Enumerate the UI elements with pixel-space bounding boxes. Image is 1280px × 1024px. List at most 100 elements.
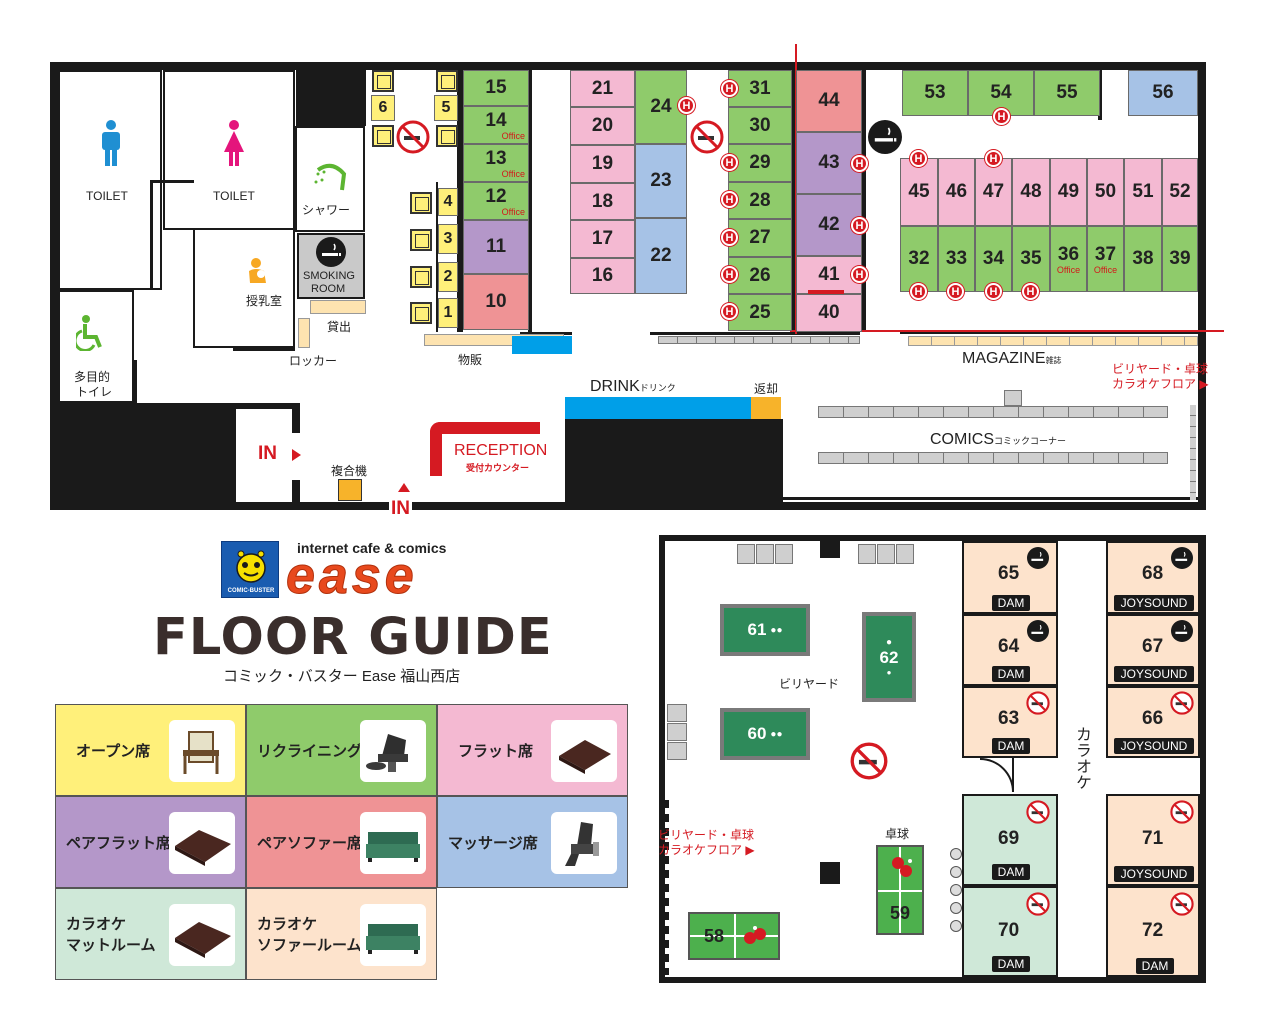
legend-karaoke-sofa-room: カラオケ ソファールーム <box>246 888 437 980</box>
accessible-toilet-icon <box>76 315 102 351</box>
seat-28[interactable]: 28 <box>728 182 792 219</box>
seat-51[interactable]: 51 <box>1124 158 1162 226</box>
billiard-table-60[interactable]: 60●● <box>720 708 810 760</box>
reception-counter <box>430 422 540 476</box>
seat-48[interactable]: 48 <box>1012 158 1050 226</box>
dam-tag: DAM <box>992 864 1030 880</box>
chair <box>410 266 432 288</box>
seat-29[interactable]: 29 <box>728 144 792 182</box>
seat-35[interactable]: 35 <box>1012 226 1050 292</box>
seat-42[interactable]: 42 <box>796 194 862 256</box>
chair <box>410 192 432 214</box>
karaoke-mat-icon <box>175 922 231 958</box>
seat-56[interactable]: 56 <box>1128 70 1198 116</box>
copier-label: 複合機 <box>331 464 368 478</box>
smoking-allowed-icon <box>1171 620 1193 642</box>
seat-4[interactable]: 4 <box>438 188 458 216</box>
ping-pong-label: 卓球 <box>885 827 910 841</box>
drink-bar <box>565 397 751 419</box>
seat-22[interactable]: 22 <box>635 218 687 294</box>
legend-karaoke-mat-room: カラオケ マットルーム <box>55 888 246 980</box>
drink-label-wrap: DRINKドリンク <box>590 378 676 396</box>
magazine-label-wrap: MAGAZINE雑誌 <box>962 350 1062 368</box>
reception-jp-label: 受付カウンター <box>466 463 530 473</box>
seat-27[interactable]: 27 <box>728 219 792 257</box>
seat-26[interactable]: 26 <box>728 257 792 294</box>
seat-20[interactable]: 20 <box>570 107 635 145</box>
magazine-label: MAGAZINE <box>962 350 1046 367</box>
seat-17[interactable]: 17 <box>570 220 635 258</box>
seat-32[interactable]: 32 <box>900 226 938 292</box>
seat-30[interactable]: 30 <box>728 107 792 144</box>
seat-39[interactable]: 39 <box>1162 226 1198 292</box>
legend-flat-seat: フラット席 <box>437 704 628 796</box>
no-smoking-icon <box>1026 800 1050 824</box>
seat-38[interactable]: 38 <box>1124 226 1162 292</box>
seat-11[interactable]: 11 <box>463 220 529 274</box>
karaoke-room-68[interactable]: 68 JOYSOUND <box>1106 541 1200 614</box>
seat-16[interactable]: 16 <box>570 258 635 294</box>
ping-pong-table-58[interactable]: 58 <box>688 912 780 960</box>
seat-15[interactable]: 15 <box>463 70 529 106</box>
joysound-tag: JOYSOUND <box>1114 595 1194 611</box>
seat-55[interactable]: 55 <box>1034 70 1100 116</box>
seat-19[interactable]: 19 <box>570 145 635 183</box>
billiard-table-61[interactable]: 61●● <box>720 604 810 656</box>
seat-3[interactable]: 3 <box>438 224 458 254</box>
smoking-room-label-1: SMOKING <box>303 270 355 282</box>
seat-5[interactable]: 5 <box>434 95 458 121</box>
smoking-allowed-icon <box>1027 547 1049 569</box>
dam-tag: DAM <box>992 666 1030 682</box>
seat-50[interactable]: 50 <box>1087 158 1124 226</box>
smoking-room-icon <box>316 237 346 267</box>
seat-10[interactable]: 10 <box>463 274 529 330</box>
dam-tag: DAM <box>992 595 1030 611</box>
seat-46[interactable]: 46 <box>938 158 975 226</box>
billiard-table-62[interactable]: ●62● <box>862 612 916 702</box>
h-marker: H <box>851 266 868 283</box>
return-label: 返却 <box>754 382 779 396</box>
seat-45[interactable]: 45 <box>900 158 938 226</box>
paddle-icon <box>744 926 766 944</box>
seat-6[interactable]: 6 <box>371 95 395 121</box>
h-marker: H <box>721 229 738 246</box>
seat-34[interactable]: 34 <box>975 226 1012 292</box>
seat-21[interactable]: 21 <box>570 70 635 107</box>
ping-pong-table-59[interactable]: 59 <box>876 845 924 935</box>
h-marker: H <box>721 191 738 208</box>
seat-49[interactable]: 49 <box>1050 158 1087 226</box>
chair <box>372 125 394 147</box>
seat-52[interactable]: 52 <box>1162 158 1198 226</box>
h-marker: H <box>721 303 738 320</box>
seat-23[interactable]: 23 <box>635 144 687 218</box>
seat-53[interactable]: 53 <box>902 70 968 116</box>
seat-1[interactable]: 1 <box>438 298 458 328</box>
seat-40[interactable]: 40 <box>796 294 862 332</box>
seat-2[interactable]: 2 <box>438 262 458 292</box>
multipurpose-toilet-label-2: トイレ <box>76 385 113 399</box>
seat-25[interactable]: 25 <box>728 294 792 331</box>
comics-label: COMICS <box>930 431 994 448</box>
h-marker: H <box>985 150 1002 167</box>
seat-47[interactable]: 47 <box>975 158 1012 226</box>
karaoke-room-72[interactable]: 72 DAM <box>1106 886 1200 977</box>
seat-33[interactable]: 33 <box>938 226 975 292</box>
joysound-tag: JOYSOUND <box>1114 666 1194 682</box>
badge-text: COMIC-BUSTER <box>227 588 275 594</box>
seat-31[interactable]: 31 <box>728 70 792 107</box>
brand-tagline: internet cafe & comics <box>297 540 447 556</box>
male-toilet-icon <box>102 120 120 166</box>
comics-jp-label: コミックコーナー <box>994 436 1067 446</box>
h-marker: H <box>993 108 1010 125</box>
seat-18[interactable]: 18 <box>570 183 635 220</box>
from-billiards-label-2: カラオケフロア ▶ <box>658 843 755 857</box>
seat-44[interactable]: 44 <box>796 70 862 132</box>
chair <box>410 229 432 251</box>
toilet-label-1: TOILET <box>86 189 128 203</box>
karaoke-label: カラオケ <box>1073 726 1090 790</box>
